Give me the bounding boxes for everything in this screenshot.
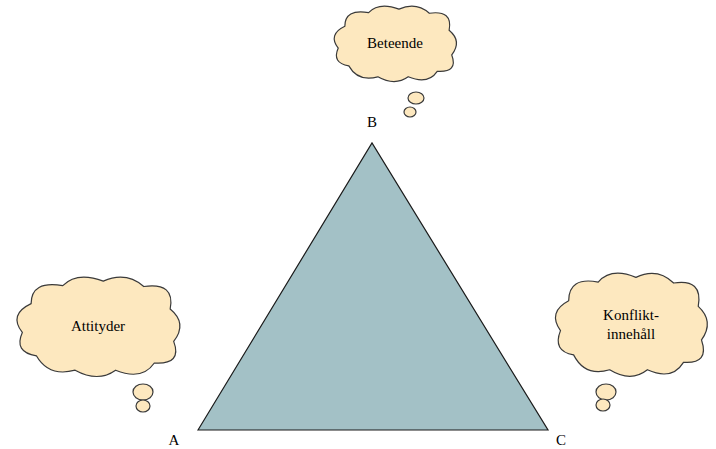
cloud-outline xyxy=(555,273,707,376)
thought-bubble xyxy=(136,400,150,412)
cloud-label: Beteende xyxy=(367,34,423,54)
cloud-outline xyxy=(17,277,180,376)
vertex-label: A xyxy=(169,433,180,448)
triangle xyxy=(198,143,548,430)
thought-bubble xyxy=(596,399,610,411)
vertex-label: C xyxy=(556,433,566,448)
thought-bubble xyxy=(408,92,424,104)
thought-tails xyxy=(133,92,616,412)
behaviour-cloud: Beteende xyxy=(329,3,461,85)
cloud-label: Konflikt- innehåll xyxy=(595,306,667,345)
thought-bubble xyxy=(133,384,153,400)
vertex-label: B xyxy=(367,115,377,130)
cloud-label: Attityder xyxy=(71,317,125,337)
cloud-text-group: Beteende xyxy=(367,34,423,54)
conflict-content-cloud: Konflikt- innehåll xyxy=(549,269,713,381)
cloud-outline xyxy=(334,6,456,81)
thought-bubble xyxy=(596,384,616,400)
attitudes-cloud: Attityder xyxy=(10,273,186,381)
thought-bubble xyxy=(404,107,416,117)
cloud-shape xyxy=(549,269,713,381)
cloud-text-group: Attityder xyxy=(71,317,125,337)
cloud-text-group: Konflikt- innehåll xyxy=(595,306,667,345)
